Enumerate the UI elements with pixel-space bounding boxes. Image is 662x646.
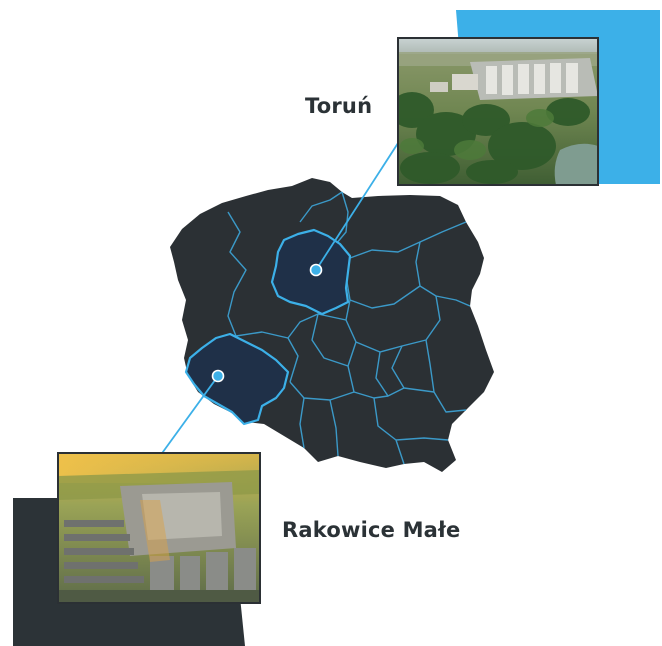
torun-aerial-photo [398,38,598,185]
connector-line-torun [315,139,401,271]
marker-rakowice [211,369,225,383]
rakowice-photo-frame [57,452,261,604]
poland-country-shape [170,178,494,472]
connector-line-rakowice [159,375,219,457]
marker-torun [309,263,323,277]
rakowice-aerial-photo [58,453,260,603]
city-label-torun: Toruń [305,94,373,118]
voivodeship-borders [227,191,471,465]
torun-photo-frame [397,37,599,186]
city-label-rakowice: Rakowice Małe [282,518,461,542]
